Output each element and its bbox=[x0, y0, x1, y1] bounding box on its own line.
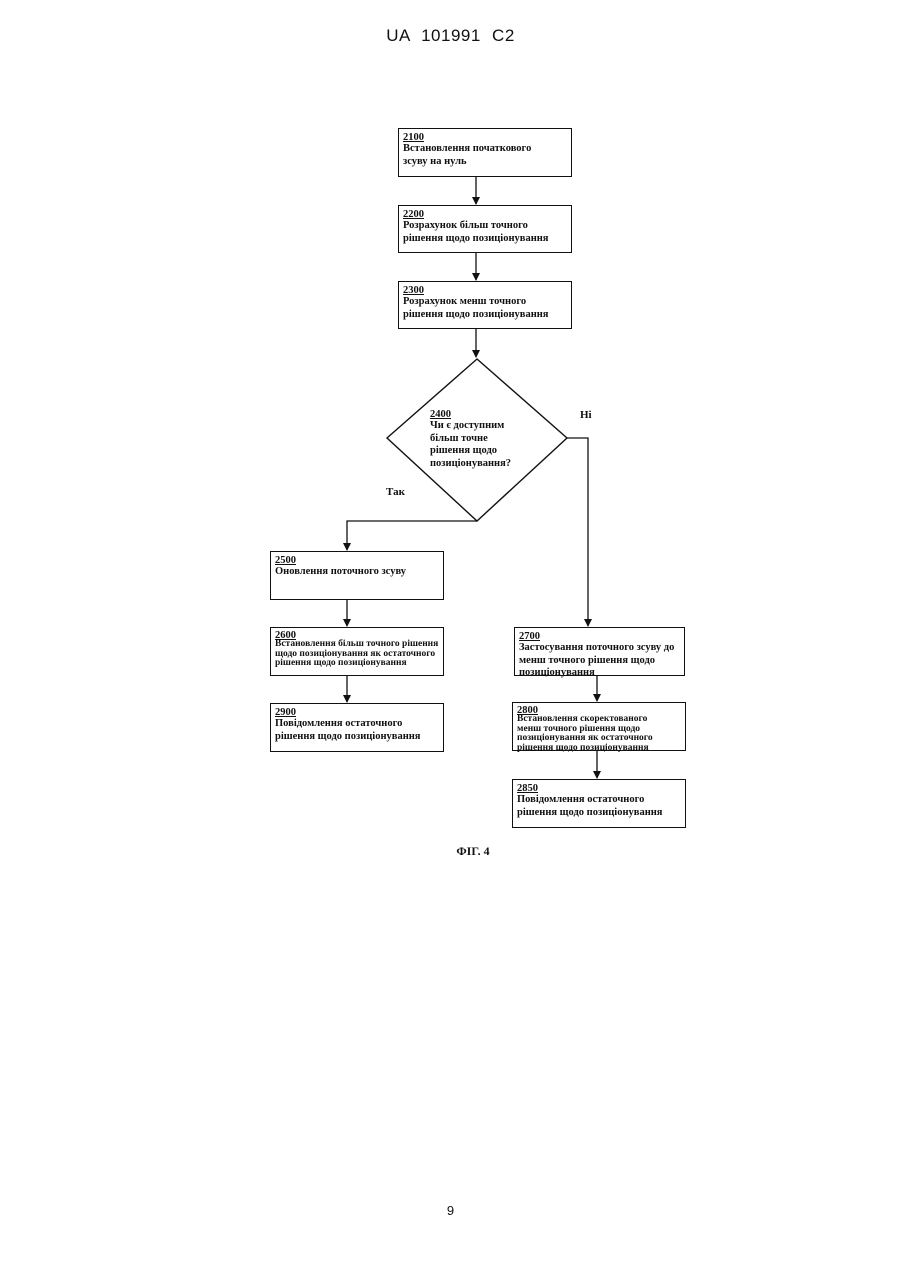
step-2500-box: 2500 Оновлення поточного зсуву bbox=[270, 551, 444, 600]
step-text: Повідомлення остаточного рішення щодо по… bbox=[275, 718, 425, 743]
step-number: 2300 bbox=[403, 285, 567, 296]
step-2700-box: 2700 Застосування поточного зсуву до мен… bbox=[514, 627, 685, 676]
step-2400-label: 2400 Чи є доступним більш точне рішення … bbox=[430, 409, 550, 470]
step-text: Застосування поточного зсуву до менш точ… bbox=[519, 642, 680, 680]
step-number: 2850 bbox=[517, 783, 681, 794]
step-2900-box: 2900 Повідомлення остаточного рішення що… bbox=[270, 703, 444, 752]
step-text: Оновлення поточного зсуву bbox=[275, 566, 439, 579]
arrow-yes-branch bbox=[347, 521, 477, 550]
step-2100-box: 2100 Встановлення початкового зсуву на н… bbox=[398, 128, 572, 177]
step-text: Встановлення більш точного рішення щодо … bbox=[275, 640, 439, 669]
step-2800-box: 2800 Встановлення скоректованого менш то… bbox=[512, 702, 686, 751]
step-number: 2500 bbox=[275, 555, 439, 566]
step-2200-box: 2200 Розрахунок більш точного рішення що… bbox=[398, 205, 572, 253]
step-number: 2700 bbox=[519, 631, 680, 642]
step-text: Розрахунок менш точного рішення щодо поз… bbox=[403, 296, 567, 321]
step-2600-box: 2600 Встановлення більш точного рішення … bbox=[270, 627, 444, 676]
figure-caption: ФІГ. 4 bbox=[418, 844, 528, 859]
step-number: 2400 bbox=[430, 409, 550, 420]
page-number: 9 bbox=[0, 1203, 901, 1218]
branch-yes-label: Так bbox=[386, 486, 405, 498]
step-2850-box: 2850 Повідомлення остаточного рішення що… bbox=[512, 779, 686, 828]
step-text: Встановлення початкового зсуву на нуль bbox=[403, 143, 553, 168]
arrow-no-branch bbox=[567, 438, 588, 626]
step-2300-box: 2300 Розрахунок менш точного рішення щод… bbox=[398, 281, 572, 329]
step-number: 2100 bbox=[403, 132, 567, 143]
step-number: 2900 bbox=[275, 707, 439, 718]
branch-no-label: Ні bbox=[580, 409, 592, 421]
step-text: Розрахунок більш точного рішення щодо по… bbox=[403, 220, 567, 245]
step-text: Встановлення скоректованого менш точного… bbox=[517, 715, 667, 753]
step-text: Чи є доступним більш точне рішення щодо … bbox=[430, 420, 530, 470]
step-number: 2200 bbox=[403, 209, 567, 220]
step-text: Повідомлення остаточного рішення щодо по… bbox=[517, 794, 667, 819]
